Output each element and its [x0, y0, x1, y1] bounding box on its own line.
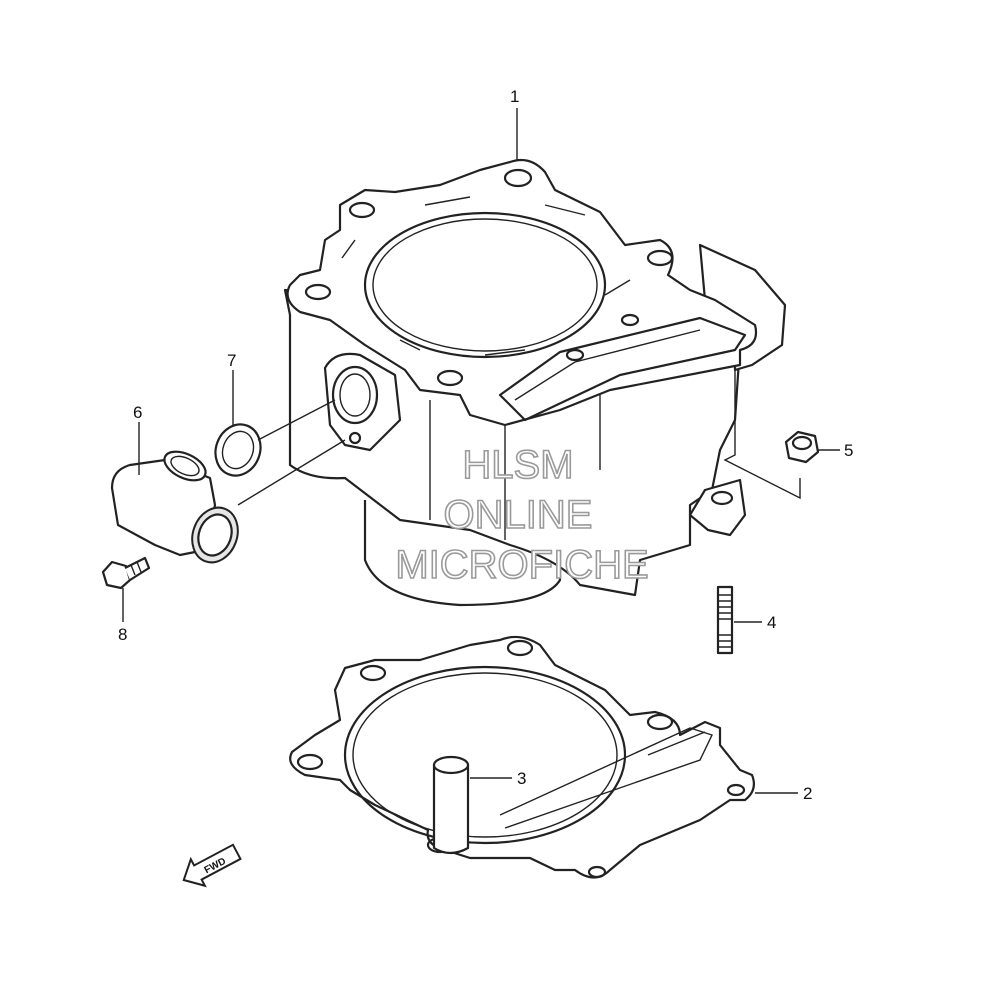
callout-label: 2 [803, 784, 812, 803]
callout-8: 8 [118, 588, 127, 644]
callout-7: 7 [227, 351, 236, 425]
callout-1: 1 [510, 87, 519, 160]
callout-6: 6 [133, 403, 142, 475]
callout-3: 3 [470, 769, 526, 788]
cylinder-gasket-part[interactable] [289, 635, 755, 879]
callout-5: 5 [818, 441, 853, 460]
stud-bolt-part[interactable] [716, 585, 734, 655]
water-inlet-pipe-part[interactable] [110, 446, 245, 569]
callout-label: 1 [510, 87, 519, 106]
assembly-line [257, 399, 336, 441]
o-ring-part[interactable] [208, 418, 267, 482]
bolt-part[interactable] [101, 556, 151, 590]
callout-label: 6 [133, 403, 142, 422]
watermark-line-2: ONLINE [444, 493, 593, 537]
callout-2: 2 [755, 784, 812, 803]
fwd-arrow-icon: FWD [182, 843, 242, 888]
dowel-pin-part[interactable] [432, 755, 470, 855]
callout-label: 7 [227, 351, 236, 370]
watermark-line-1: HLSM [462, 443, 573, 487]
cylinder-part[interactable] [283, 158, 801, 607]
callout-label: 3 [517, 769, 526, 788]
watermark: HLSM ONLINE MICROFICHE [395, 442, 650, 588]
callout-4: 4 [734, 613, 776, 632]
callout-label: 8 [118, 625, 127, 644]
nut-part[interactable] [784, 430, 820, 464]
assembly-line [237, 439, 346, 506]
callout-label: 5 [844, 441, 853, 460]
callout-label: 4 [767, 613, 776, 632]
watermark-line-3: MICROFICHE [395, 543, 648, 587]
